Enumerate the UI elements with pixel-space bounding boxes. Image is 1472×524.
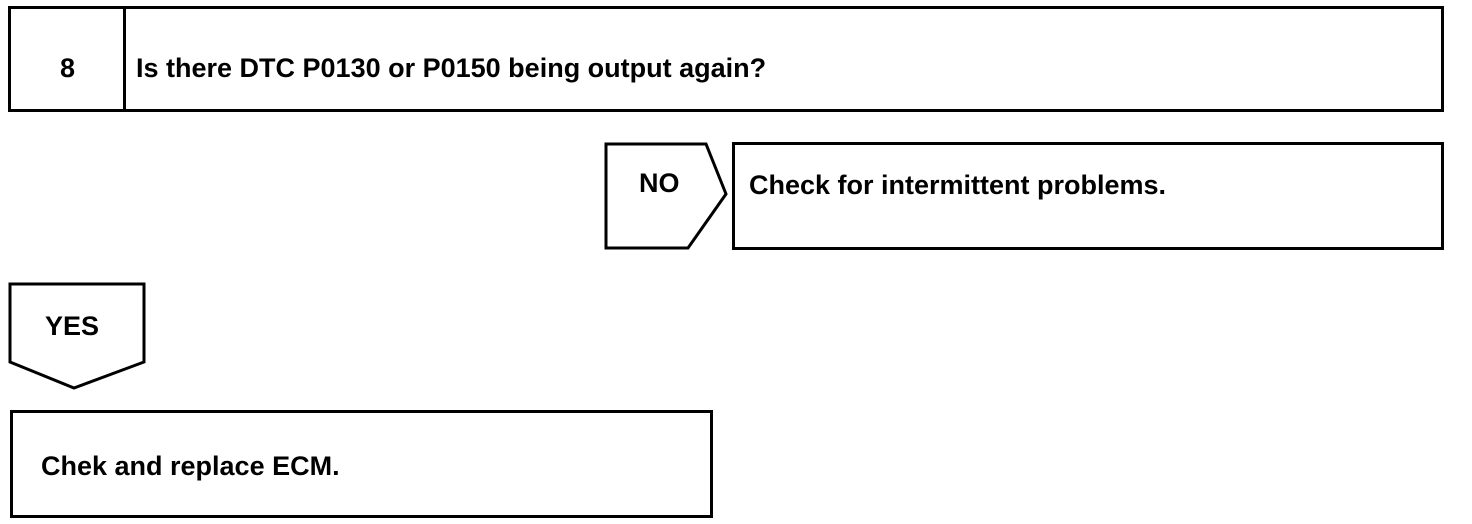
step-box: 8 Is there DTC P0130 or P0150 being outp… xyxy=(8,6,1444,112)
step-divider xyxy=(123,9,126,109)
no-branch-label: NO xyxy=(639,168,680,198)
step-number: 8 xyxy=(60,53,76,83)
yes-branch-arrow xyxy=(8,282,146,390)
yes-result-box: Chek and replace ECM. xyxy=(10,410,713,518)
no-result-text: Check for intermittent problems. xyxy=(749,170,1167,200)
yes-result-text: Chek and replace ECM. xyxy=(41,451,340,481)
no-result-box: Check for intermittent problems. xyxy=(732,142,1444,250)
step-question: Is there DTC P0130 or P0150 being output… xyxy=(136,53,767,83)
yes-branch-label: YES xyxy=(45,311,100,341)
no-branch-arrow xyxy=(604,142,728,250)
